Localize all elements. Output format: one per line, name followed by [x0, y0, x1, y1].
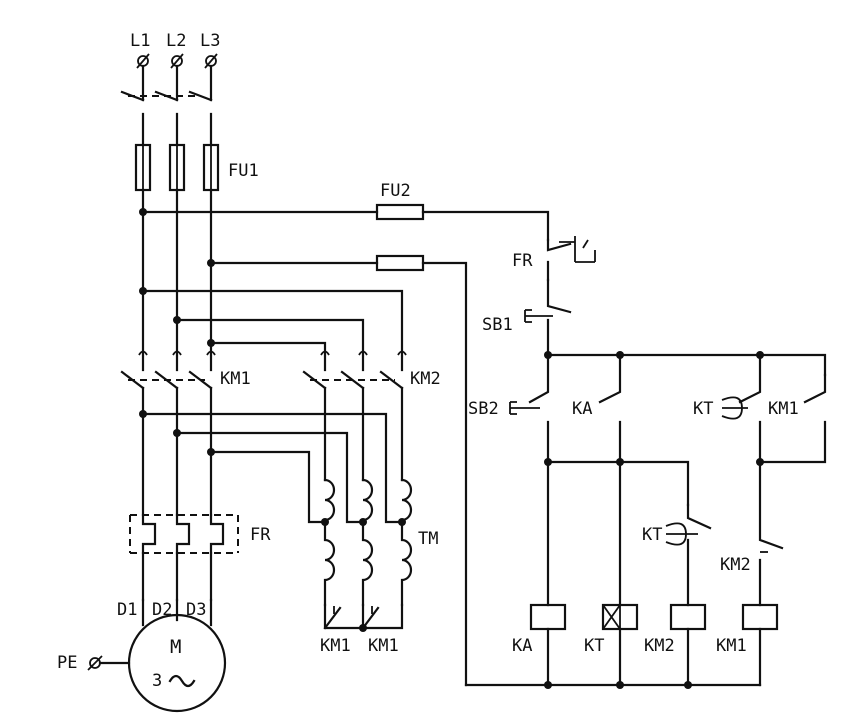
coil-ka	[529, 603, 567, 631]
coil-km2	[669, 603, 707, 631]
label-fr-ctrl: FR	[512, 251, 533, 271]
main-bus	[139, 188, 550, 687]
km1-star-contacts: KM1 KM1	[320, 603, 404, 656]
label-fr-main: FR	[250, 525, 271, 545]
ac-symbol-icon	[168, 674, 196, 688]
label-ka-contact: KA	[572, 399, 592, 419]
label-fu1: FU1	[228, 161, 259, 181]
label-tm: TM	[418, 529, 438, 549]
label-l3: L3	[200, 31, 220, 51]
autotransformer-taps	[139, 410, 406, 526]
label-fu2: FU2	[380, 181, 411, 201]
label-l2: L2	[166, 31, 186, 51]
thermal-relay-fr: FR	[129, 513, 271, 602]
fuses-fu1: FU1	[134, 143, 259, 192]
control-circuit: FR SB1 SB2 KA KT KM1 KT	[464, 236, 827, 689]
label-sb2: SB2	[468, 399, 499, 419]
label-km1-contact: KM1	[768, 399, 799, 419]
coil-km1	[741, 603, 779, 631]
label-km1-star-a: KM1	[320, 636, 351, 656]
label-pe: PE	[57, 653, 77, 673]
label-km1-star-b: KM1	[368, 636, 399, 656]
label-kt-delay: KT	[642, 525, 662, 545]
main-isolator-switch	[120, 64, 213, 147]
label-motor-3: 3	[152, 671, 162, 691]
supply-terminals: L1 L2 L3	[130, 31, 220, 69]
label-sb1: SB1	[482, 315, 513, 335]
label-kt-contact: KT	[693, 399, 713, 419]
label-coil-km1: KM1	[716, 636, 747, 656]
label-km1-main: KM1	[220, 369, 251, 389]
label-km2-nc: KM2	[720, 555, 751, 575]
label-l1: L1	[130, 31, 150, 51]
motor-circle	[127, 613, 227, 713]
label-d1: D1	[117, 600, 137, 620]
label-d3: D3	[186, 600, 206, 620]
label-motor-m: M	[170, 636, 181, 658]
autotransformer-tm: TM	[323, 478, 438, 607]
motor: D1 D2 D3 M 3 PE	[57, 598, 227, 713]
fuses-fu2: FU2	[375, 181, 425, 272]
label-km2-main: KM2	[410, 369, 441, 389]
km2-main-contacts: KM2	[302, 350, 441, 482]
label-coil-kt: KT	[584, 636, 604, 656]
label-coil-km2: KM2	[644, 636, 675, 656]
label-coil-ka: KA	[512, 636, 532, 656]
